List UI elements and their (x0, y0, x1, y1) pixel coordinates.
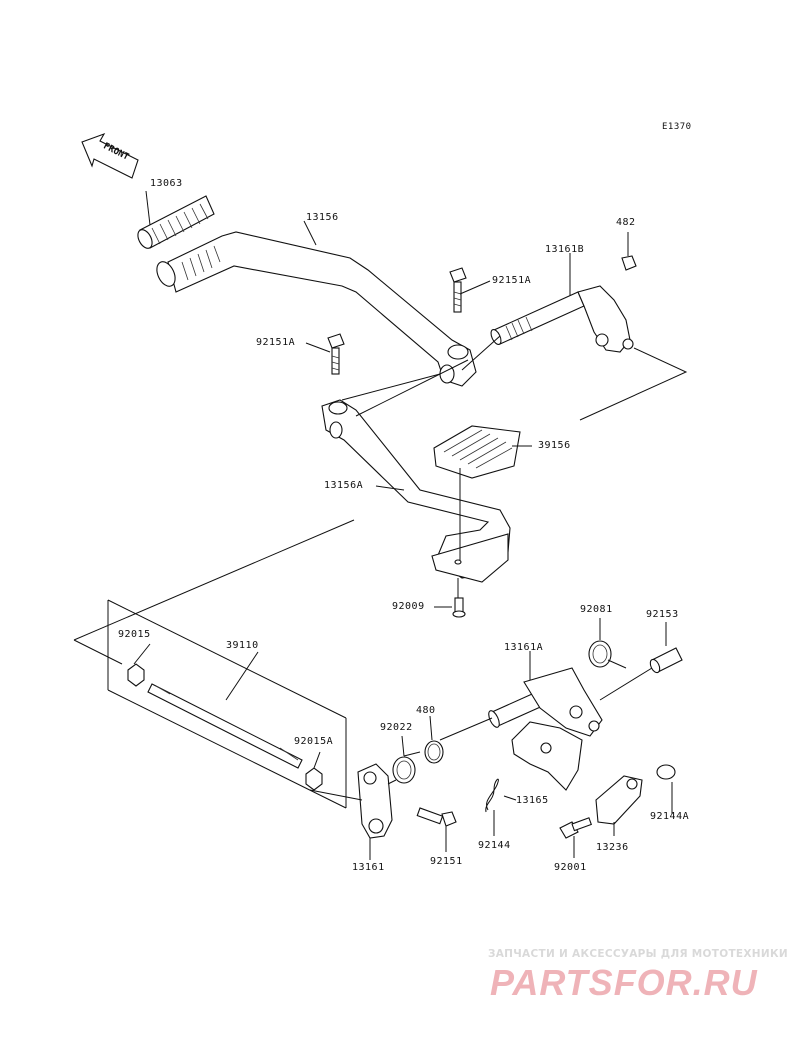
plate-13165 (511, 721, 583, 791)
shaft-13161A (488, 667, 603, 737)
bolt-92009 (452, 597, 466, 618)
spring-92081 (588, 640, 627, 669)
brake-pedal-13156A (321, 399, 511, 583)
part-label-13236: 13236 (596, 842, 629, 853)
pedal-rubber-39156 (433, 425, 521, 479)
part-label-13156A: 13156A (324, 480, 364, 491)
nut-92015A (305, 767, 323, 791)
part-label-39156: 39156 (538, 440, 571, 451)
clamp-92144A (656, 764, 676, 780)
part-label-92144: 92144 (478, 840, 511, 851)
part-label-92001: 92001 (554, 862, 587, 873)
part-label-92022: 92022 (380, 722, 413, 733)
part-label-92015A: 92015A (294, 736, 334, 747)
arm-13236 (595, 775, 643, 825)
clip-482 (621, 255, 637, 271)
part-label-92081: 92081 (580, 604, 613, 615)
grip-rubber-13063 (137, 195, 215, 249)
part-label-92009: 92009 (392, 601, 425, 612)
part-label-92015: 92015 (118, 629, 151, 640)
ring-480 (424, 740, 444, 764)
part-label-92153: 92153 (646, 609, 679, 620)
part-label-13161: 13161 (352, 862, 385, 873)
diagram-code: E1370 (662, 122, 692, 132)
part-label-13156: 13156 (306, 212, 339, 223)
bolt-92151 (416, 807, 457, 827)
part-label-13161B: 13161B (545, 244, 585, 255)
washer-92022 (392, 756, 416, 784)
part-label-13063: 13063 (150, 178, 183, 189)
spring-92144 (485, 778, 499, 813)
rod-39110 (147, 683, 303, 769)
front-arrow-icon: FRONT (81, 132, 139, 179)
shaft-13161B (490, 285, 634, 353)
watermark-logo: PARTSFOR.RU (490, 962, 758, 1003)
watermark-tagline: ЗАПЧАСТИ И АКСЕССУАРЫ ДЛЯ МОТОТЕХНИКИ (488, 948, 788, 960)
part-label-13165: 13165 (516, 795, 549, 806)
part-label-480: 480 (416, 705, 436, 716)
shift-lever-13156 (156, 231, 477, 387)
nut-92015 (127, 663, 145, 687)
part-label-92144A: 92144A (650, 811, 690, 822)
link-13161 (357, 763, 393, 839)
bolt-92001 (559, 817, 593, 839)
part-label-13161A: 13161A (504, 642, 544, 653)
bolt-92151A-top (449, 267, 467, 313)
part-label-92151A-left: 92151A (256, 337, 296, 348)
part-label-39110: 39110 (226, 640, 259, 651)
part-label-482: 482 (616, 217, 636, 228)
part-label-92151: 92151 (430, 856, 463, 867)
leader-lines (73, 190, 688, 860)
part-label-92151A-top: 92151A (492, 275, 532, 286)
bolt-92151A-left (327, 333, 345, 375)
bolt-92153 (649, 647, 683, 674)
